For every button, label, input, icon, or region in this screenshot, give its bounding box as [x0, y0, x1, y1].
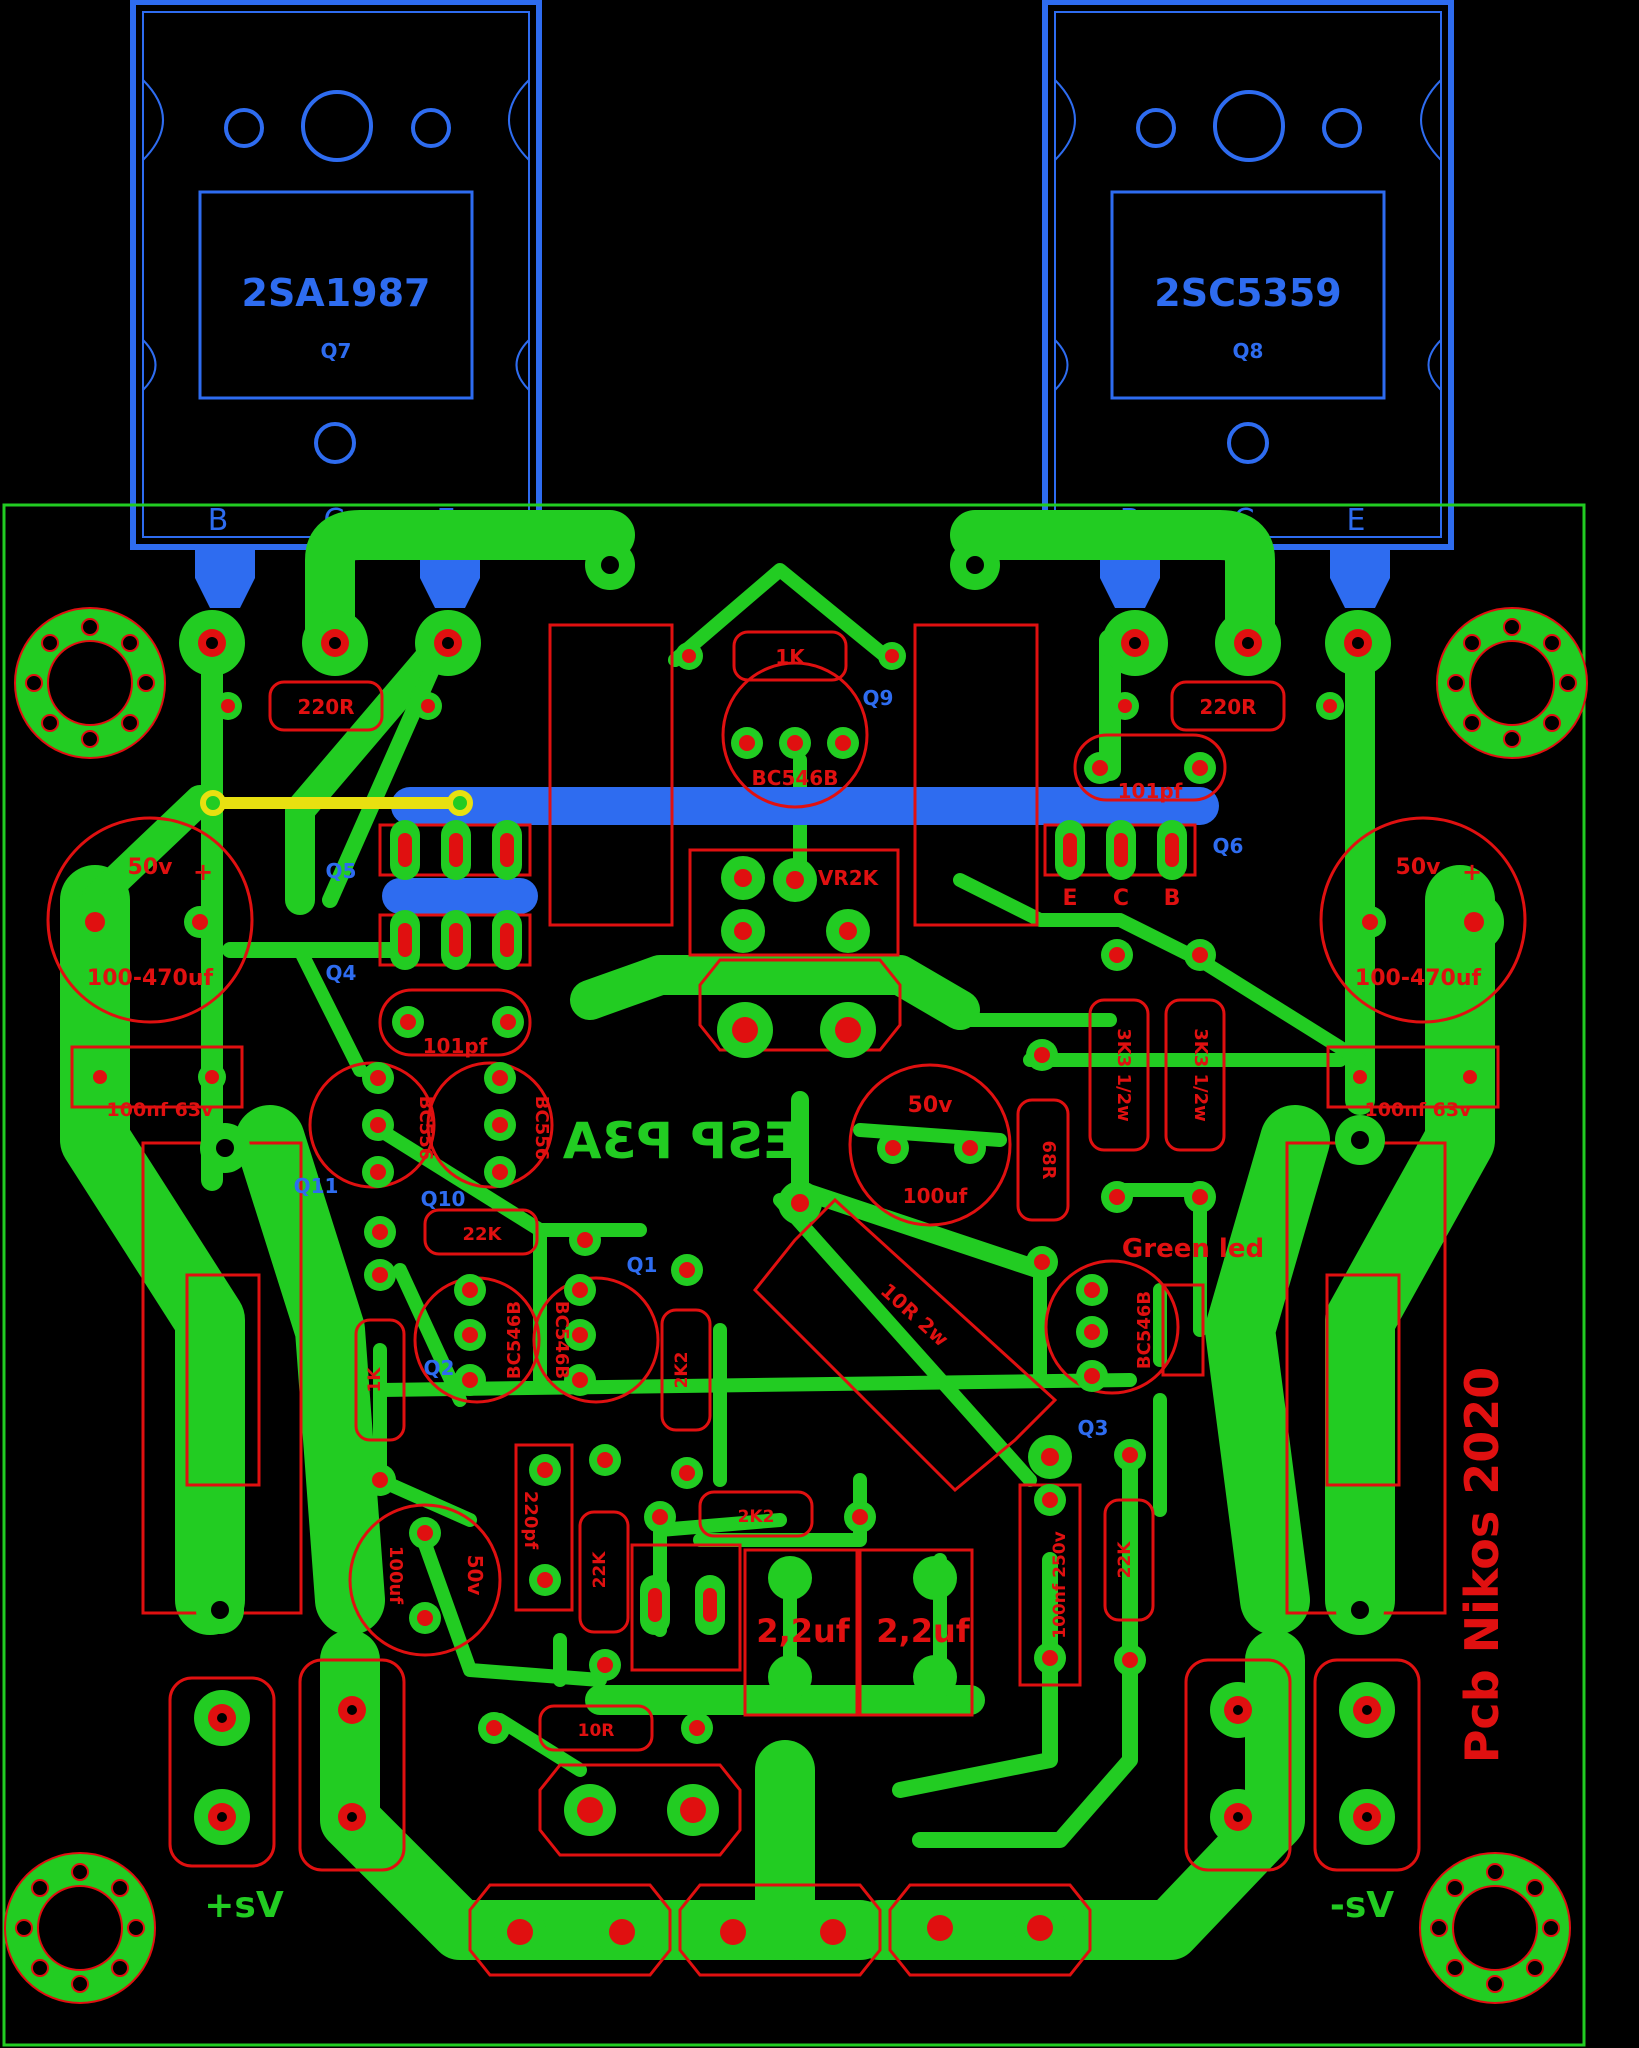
pin-q6-e: E — [1062, 886, 1077, 911]
board-outline — [2, 503, 1586, 2047]
label-22k-low: 22K — [590, 1551, 610, 1589]
mount-hole-top-right — [1436, 607, 1588, 759]
label-3k3-a: 3K3 1/2w — [1113, 1028, 1134, 1122]
mount-hole-top-left — [14, 607, 166, 759]
label-bc546b-q2: BC546B — [504, 1301, 525, 1379]
q7-ref-label: Q7 — [321, 339, 352, 363]
label-220pf: 220pf — [520, 1491, 541, 1549]
label-50v-left-small: 50v — [463, 1555, 487, 1596]
pin-q6-b: B — [1164, 886, 1181, 911]
label-2k2-b: 2K2 — [738, 1507, 775, 1527]
label-vs-minus: -sV — [1330, 1885, 1394, 1926]
label-2u2-b: 2,2uf — [876, 1612, 970, 1650]
pin-q6-c: C — [1113, 886, 1129, 911]
label-101pf-left: 101pf — [423, 1034, 488, 1058]
q7-part-label: 2SA1987 — [242, 271, 431, 315]
ref-q11: Q11 — [294, 1174, 339, 1198]
label-50v-left: 50v — [128, 855, 174, 880]
ref-q2: Q2 — [424, 1356, 455, 1380]
label-100nf-right: 100nf 63v — [1365, 1099, 1473, 1121]
label-100-470uf-right: 100-470uf — [1355, 966, 1482, 991]
ref-q1: Q1 — [627, 1253, 658, 1277]
label-vr2k: VR2K — [818, 866, 880, 890]
label-credit: Pcb Nikos 2020 — [1455, 1367, 1509, 1764]
label-bc556-a: BC556 — [415, 1096, 436, 1161]
label-50v-right: 50v — [1396, 855, 1442, 880]
q8-part-label: 2SC5359 — [1154, 271, 1341, 315]
ref-q10: Q10 — [421, 1187, 466, 1211]
brand-mirrored: ESP P3A — [563, 1112, 798, 1170]
label-2k2-a: 2K2 — [672, 1352, 692, 1389]
mounting-holes — [4, 607, 1588, 2004]
ref-q9: Q9 — [863, 686, 894, 710]
label-10r: 10R — [578, 1721, 615, 1741]
label-bc556-b: BC556 — [531, 1096, 552, 1161]
pin-q5-e: E — [397, 886, 412, 911]
ref-q5: Q5 — [326, 859, 357, 883]
label-50v-mid: 50v — [908, 1093, 954, 1118]
label-68r: 68R — [1038, 1141, 1059, 1180]
pin-q5-b: B — [499, 886, 516, 911]
q8-pin-e: E — [1347, 503, 1366, 538]
label-bc546b-q3: BC546B — [1134, 1291, 1155, 1369]
label-100-470uf-left: 100-470uf — [87, 966, 214, 991]
mount-hole-bottom-right — [1419, 1852, 1571, 2004]
ref-q4: Q4 — [326, 961, 357, 985]
label-100nf-left: 100nf 63v — [107, 1099, 215, 1121]
label-2u2-a: 2,2uf — [756, 1612, 850, 1650]
ref-q6: Q6 — [1213, 834, 1244, 858]
label-1k-left: 1K — [365, 1367, 385, 1393]
q8-ref-label: Q8 — [1233, 339, 1264, 363]
label-r1k: 1K — [775, 645, 806, 669]
label-3k3-b: 3K3 1/2w — [1190, 1028, 1211, 1122]
label-green-led: Green led — [1122, 1234, 1264, 1264]
pads — [65, 540, 1504, 1958]
blue-pin-stubs — [195, 548, 1390, 608]
supply-labels: +sV -sV — [204, 1885, 1394, 1926]
label-22k-right: 22K — [1115, 1541, 1135, 1579]
label-101pf-right: 101pf — [1118, 779, 1183, 803]
label-r22k-mid: 22K — [463, 1224, 503, 1245]
ref-labels: Q9 Q6 Q5 Q4 Q11 Q10 Q1 Q2 Q3 E C B E C B — [294, 686, 1244, 1440]
label-vs-plus: +sV — [204, 1885, 284, 1926]
label-100uf-mid: 100uf — [903, 1184, 968, 1208]
label-r220-right: 220R — [1199, 695, 1256, 719]
label-100nf-250v: 100nf 250v — [1050, 1531, 1070, 1638]
pin-q5-c: C — [448, 886, 464, 911]
label-bc546b-q9: BC546B — [752, 766, 839, 790]
q7-pin-b: B — [208, 503, 229, 538]
label-100uf-left: 100uf — [385, 1546, 406, 1604]
svg-text:ESP P3A: ESP P3A — [563, 1112, 798, 1170]
ref-q3: Q3 — [1078, 1416, 1109, 1440]
label-plus-left: + — [193, 858, 213, 886]
silkscreen — [46, 623, 1527, 1977]
label-plus-right: + — [1462, 858, 1482, 886]
mount-hole-bottom-left — [4, 1852, 156, 2004]
label-bc546b-q1: BC546B — [551, 1301, 572, 1379]
label-r220-left: 220R — [297, 695, 354, 719]
